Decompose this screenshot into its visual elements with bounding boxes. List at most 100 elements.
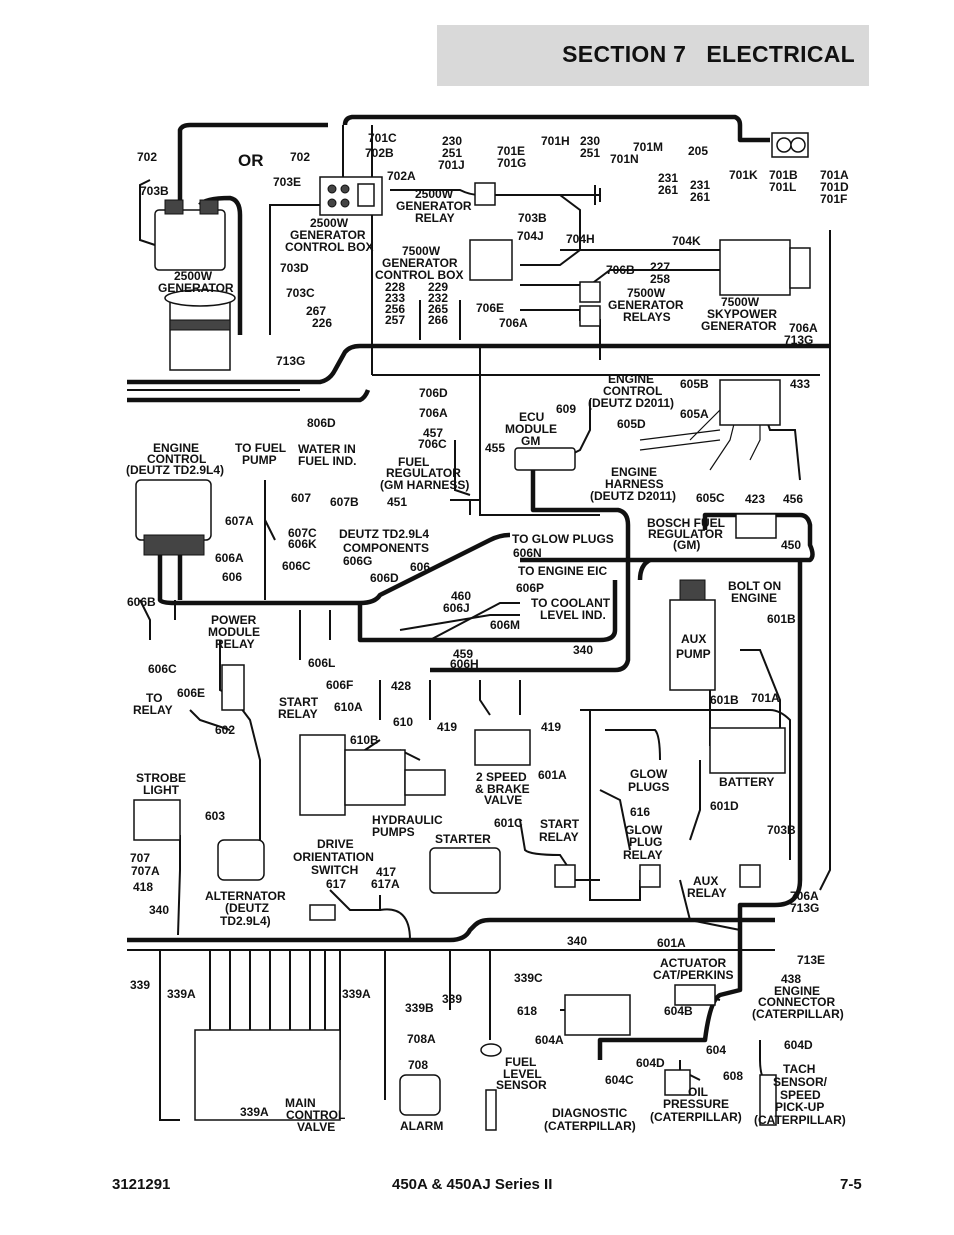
wire-label: 605B <box>680 377 709 391</box>
component-label: GLOW <box>630 767 668 781</box>
alarm <box>399 1074 441 1116</box>
wire-label: 604C <box>605 1073 634 1087</box>
wire-label: 233 <box>385 291 405 305</box>
section-header: SECTION 7 ELECTRICAL <box>437 25 869 86</box>
component-label: ENGINE <box>774 984 820 998</box>
wire-label: 604D <box>636 1056 665 1070</box>
wire-label: 605C <box>696 491 725 505</box>
component-label: FUEL <box>398 455 429 469</box>
component-label: ECU <box>519 410 544 424</box>
wire-label: 417 <box>376 865 396 879</box>
component-label: CONTROL BOX <box>285 240 373 254</box>
wire-label: 605D <box>617 417 646 431</box>
component-label: TO GLOW PLUGS <box>512 532 614 546</box>
wire-label: 604A <box>535 1033 564 1047</box>
wire-label: 701C <box>368 131 397 145</box>
alternator <box>217 839 265 881</box>
wire-label: 340 <box>149 903 169 917</box>
wire-label: 606G <box>343 554 372 568</box>
wire-label: 702 <box>137 150 157 164</box>
wire-label: 460 <box>451 589 471 603</box>
component-label: VALVE <box>484 793 522 807</box>
fuel-level-sensor-cap-icon <box>480 1043 502 1057</box>
wire-label: 701G <box>497 156 526 170</box>
wire-label: 339A <box>240 1105 269 1119</box>
component-label: GENERATOR <box>396 199 472 213</box>
component-label: (DEUTZ TD2.9L4) <box>126 463 224 477</box>
component-label: MAIN <box>285 1096 316 1110</box>
component-label: CONTROL <box>603 384 662 398</box>
generator-relay-7500w <box>579 305 601 327</box>
component-label: RELAY <box>687 886 727 900</box>
component-label: 2500W <box>310 216 349 230</box>
wire-label: 604D <box>784 1038 813 1052</box>
wire-label: 701A <box>751 691 780 705</box>
component-label: LIGHT <box>143 783 180 797</box>
wire-label: 606M <box>490 618 520 632</box>
component-label: PUMP <box>242 453 277 467</box>
component-label: WATER IN <box>298 442 356 456</box>
wire-label: 339B <box>405 1001 434 1015</box>
component-label: RELAY <box>133 703 173 717</box>
wire-label: 701A <box>820 168 849 182</box>
outlet-icon <box>776 137 792 153</box>
wire-label: 457 <box>423 426 443 440</box>
component-label: TO <box>146 691 162 705</box>
component-label: 7500W <box>627 286 666 300</box>
component-label: TO FUEL <box>235 441 286 455</box>
wire-label: 231 <box>658 171 678 185</box>
wire-label: 713G <box>276 354 305 368</box>
wire-label: 618 <box>517 1004 537 1018</box>
component-label: AUX <box>693 874 718 888</box>
wire-label: 706A <box>790 889 819 903</box>
wire-label: 701D <box>820 180 849 194</box>
wire-label: 230 <box>442 134 462 148</box>
wire-label: 606E <box>177 686 205 700</box>
generator-motor-icon <box>169 299 231 371</box>
wire-label: 701K <box>729 168 758 182</box>
diagnostic-connector <box>564 994 631 1036</box>
component-label: DIAGNOSTIC <box>552 1106 628 1120</box>
wire-label: 339 <box>130 978 150 992</box>
wire-label: 609 <box>556 402 576 416</box>
footer-doc-number: 3121291 <box>112 1176 171 1193</box>
engine-control-d2011 <box>719 379 781 426</box>
wire-label: 703B <box>140 184 169 198</box>
wire-label: 706C <box>418 437 447 451</box>
wire-label: 339A <box>342 987 371 1001</box>
power-module-relay <box>221 664 245 711</box>
wire-label: 227 <box>650 260 670 274</box>
wire-label: 706A <box>419 406 448 420</box>
component-label: GM <box>521 434 540 448</box>
wire-label: 608 <box>723 1069 743 1083</box>
wire-label: 606B <box>127 595 156 609</box>
component-label: COMPONENTS <box>343 541 429 555</box>
wire-label: 601A <box>538 768 567 782</box>
wire-label: 607A <box>225 514 254 528</box>
wire-label: 702B <box>365 146 394 160</box>
wire-label: 601B <box>767 612 796 626</box>
component-label: (CATERPILLAR) <box>754 1113 846 1127</box>
wire-label: 601B <box>710 693 739 707</box>
wire-label: 251 <box>580 146 600 160</box>
generator-terminal-icon <box>199 199 219 215</box>
skypower-end-icon <box>789 247 811 289</box>
component-label: SENSOR/ <box>773 1075 828 1089</box>
component-label: RELAY <box>215 637 255 651</box>
aux-pump-motor-icon <box>679 579 706 601</box>
wire-label: 704K <box>672 234 701 248</box>
wire-label: 606D <box>370 571 399 585</box>
component-label: MODULE <box>505 422 557 436</box>
glow-plug-relay <box>639 864 661 888</box>
wire-label: 438 <box>781 972 801 986</box>
wire-label: 703D <box>280 261 309 275</box>
wire-label: 605A <box>680 407 709 421</box>
aux-pump <box>669 599 716 691</box>
wire-label: 226 <box>312 316 332 330</box>
bosch-fuel-regulator <box>735 513 777 539</box>
wire-label: 701F <box>820 192 847 206</box>
component-label: VALVE <box>297 1120 335 1134</box>
strobe-light <box>133 799 181 841</box>
component-label: PUMP <box>676 647 711 661</box>
component-label: 2500W <box>415 187 454 201</box>
